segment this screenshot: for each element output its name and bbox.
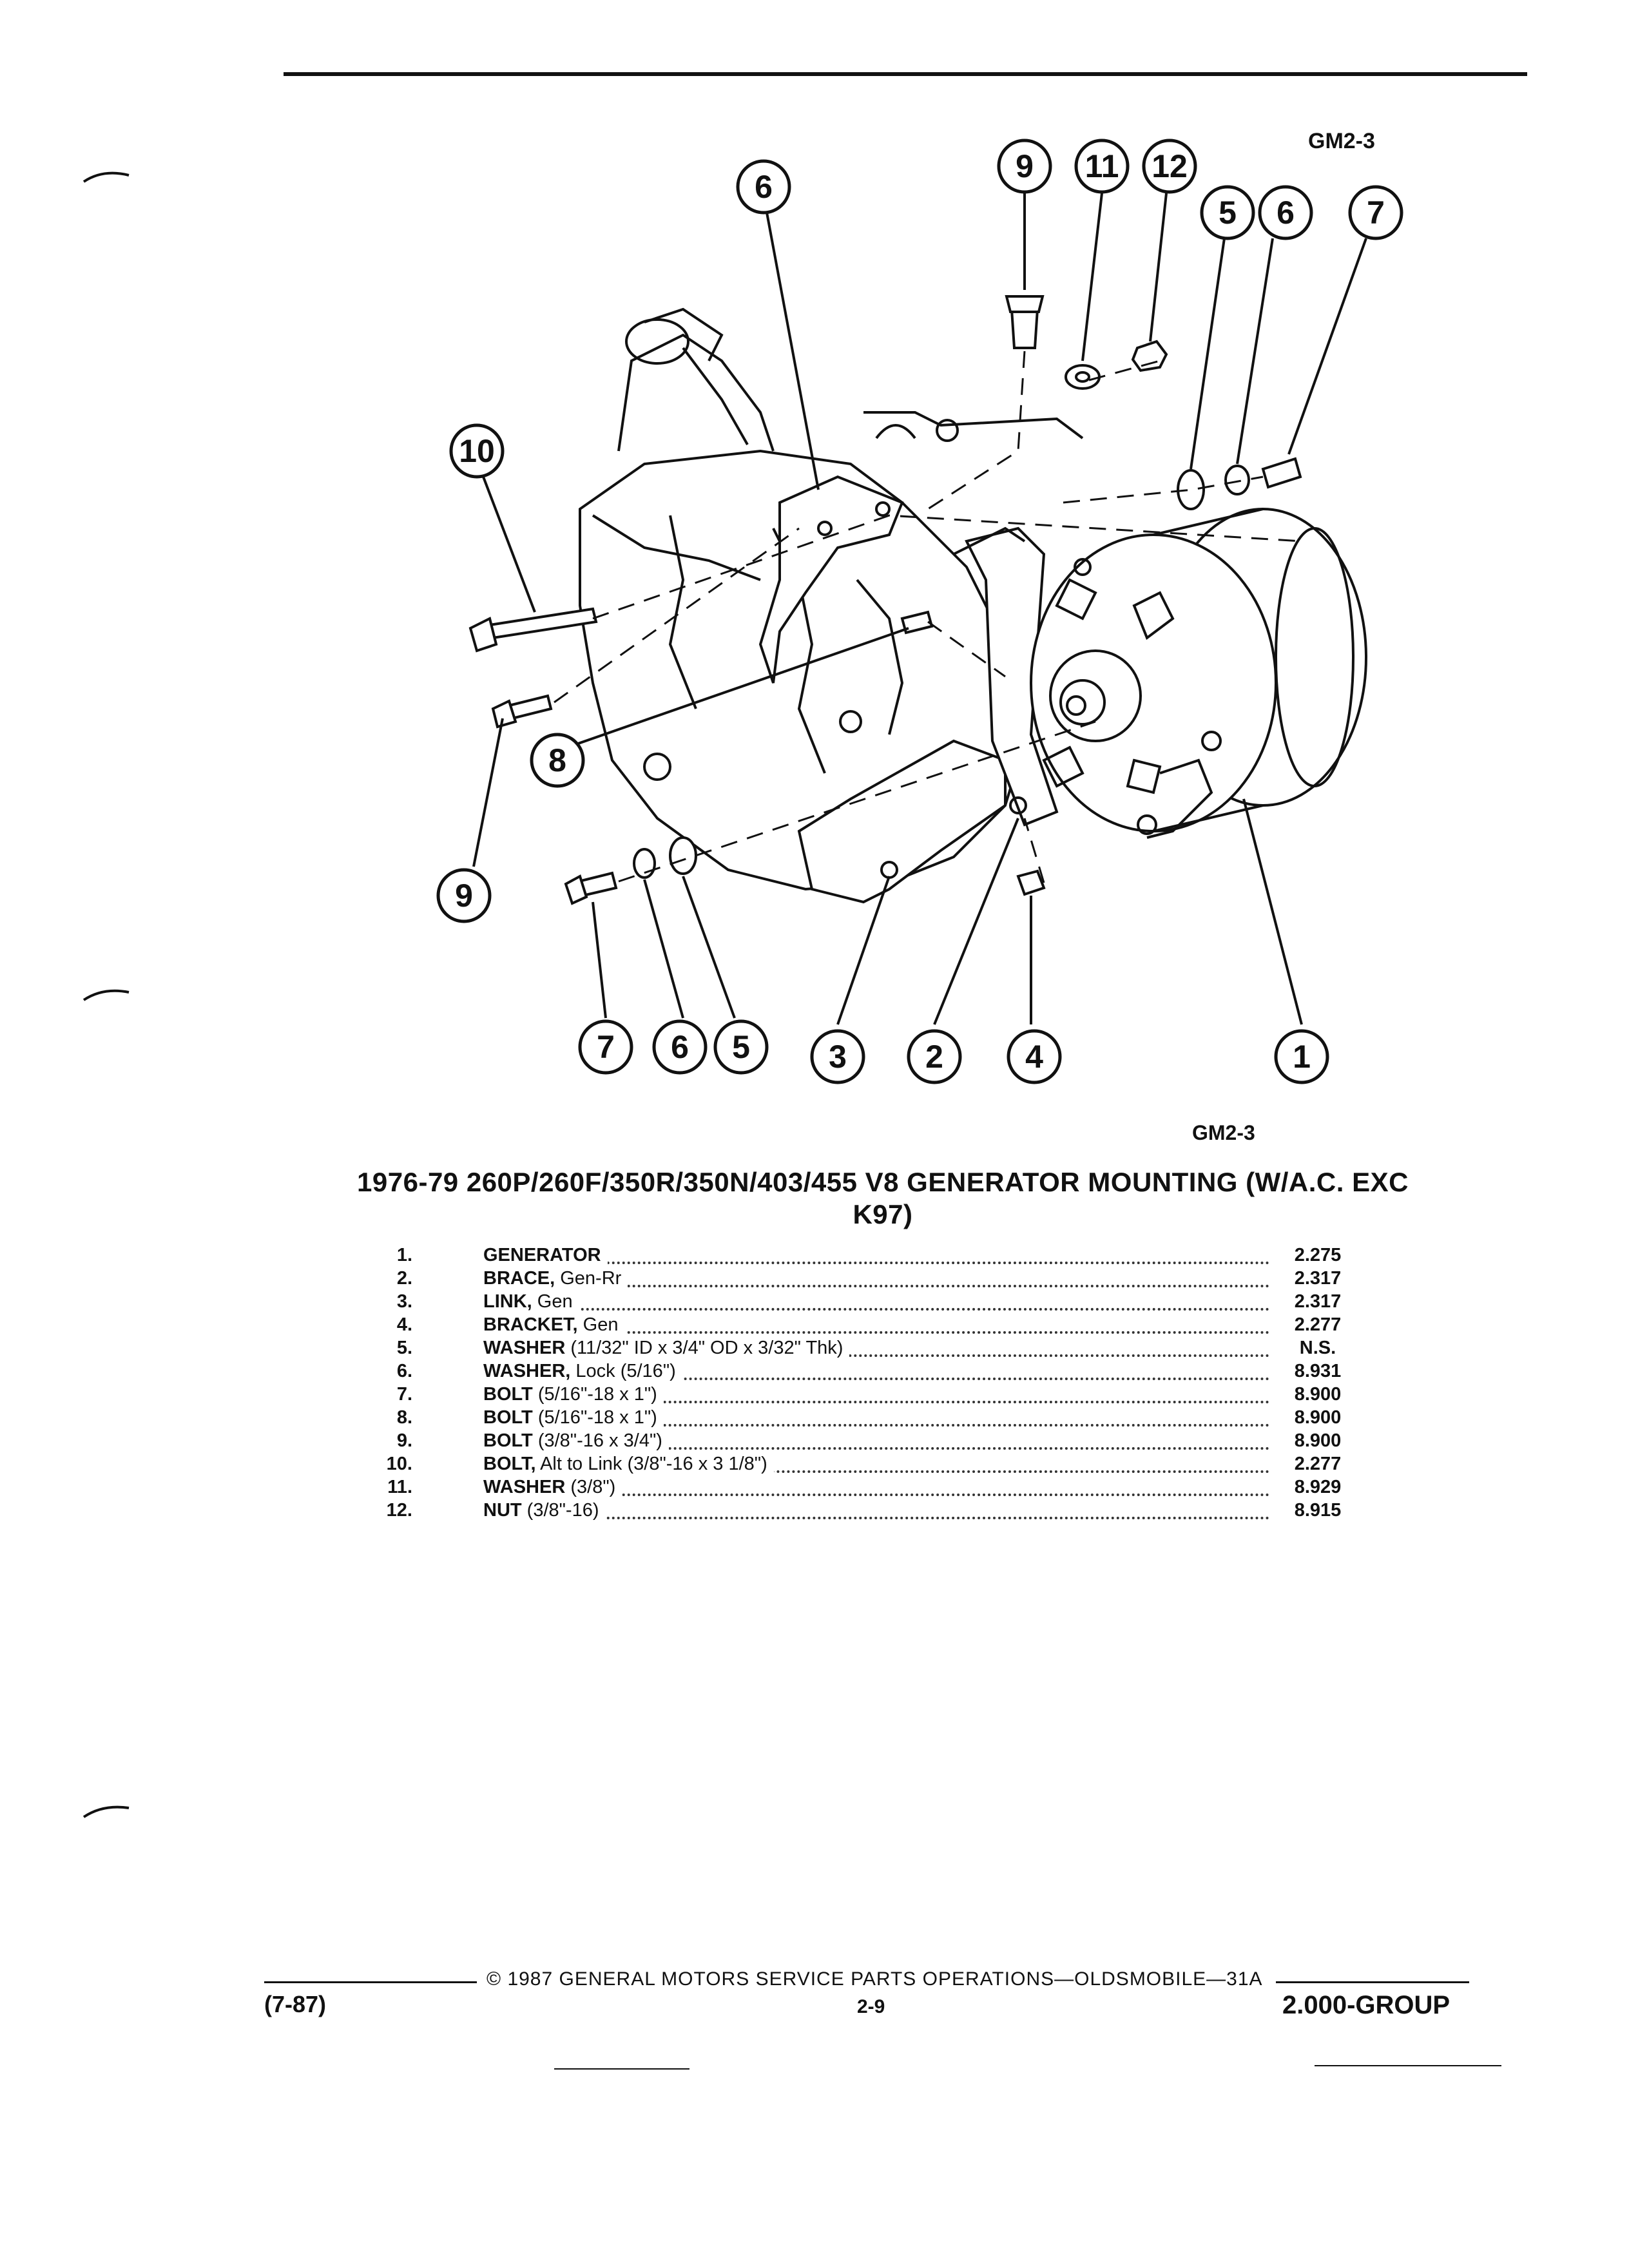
bolt-9-top bbox=[1010, 308, 1039, 349]
binder-hole-mark-middle bbox=[82, 989, 130, 1001]
svg-text:10: 10 bbox=[459, 433, 495, 469]
generator-link-drawing bbox=[797, 739, 1007, 904]
bolt-7-top bbox=[1261, 457, 1302, 489]
generator-mounting-diagram: 6 9 11 12 5 6 7 10 8 9 7 6 5 3 2 4 1 bbox=[436, 139, 1403, 1084]
parts-list: 1. GENERATOR 2.275 2. BRACE, Gen-Rr 2.31… bbox=[374, 1244, 1405, 1522]
callout-5-top: 5 bbox=[1200, 185, 1255, 240]
svg-text:8: 8 bbox=[548, 742, 566, 778]
svg-text:2: 2 bbox=[925, 1039, 943, 1075]
bolt-10 bbox=[488, 607, 598, 640]
parts-row-10: 10. BOLT, Alt to Link (3/8"-16 x 3 1/8")… bbox=[374, 1452, 1405, 1475]
bolt-9-left bbox=[507, 694, 553, 720]
parts-row-12: 12. NUT (3/8"-16) 8.915 bbox=[374, 1499, 1405, 1522]
bottom-rule-right bbox=[1315, 2065, 1501, 2066]
callout-9-top: 9 bbox=[997, 139, 1052, 194]
callout-12: 12 bbox=[1142, 139, 1197, 194]
binder-hole-marks bbox=[82, 171, 130, 1818]
svg-text:12: 12 bbox=[1152, 148, 1188, 184]
caption-line-1: 1976-79 260P/260F/350R/350N/403/455 V8 G… bbox=[357, 1167, 1409, 1197]
svg-text:6: 6 bbox=[755, 169, 773, 205]
svg-text:11: 11 bbox=[1085, 148, 1119, 184]
svg-text:6: 6 bbox=[1277, 195, 1295, 231]
callout-4-top: 6 bbox=[736, 159, 791, 215]
washer-11 bbox=[1065, 364, 1101, 390]
svg-text:5: 5 bbox=[732, 1029, 750, 1065]
svg-text:1: 1 bbox=[1293, 1039, 1311, 1075]
parts-row-8: 8. BOLT (5/16"-18 x 1") 8.900 bbox=[374, 1406, 1405, 1429]
callout-4-bottom: 4 bbox=[1007, 1029, 1062, 1084]
water-outlet-neck bbox=[625, 318, 689, 365]
footer-revision: (7-87) bbox=[264, 1991, 327, 2017]
parts-row-11: 11. WASHER (3/8") 8.929 bbox=[374, 1475, 1405, 1499]
intake-manifold-edge bbox=[863, 411, 1084, 439]
footer-page-number: 2-9 bbox=[857, 1996, 885, 2017]
generator-drawing bbox=[1030, 508, 1367, 839]
figure-code-bottom: GM2-3 bbox=[1192, 1121, 1255, 1144]
top-rule bbox=[284, 72, 1527, 76]
parts-row-2: 2. BRACE, Gen-Rr 2.317 bbox=[374, 1267, 1405, 1290]
svg-text:9: 9 bbox=[455, 878, 473, 914]
generator-brace-drawing bbox=[953, 526, 1059, 827]
svg-text:7: 7 bbox=[597, 1029, 615, 1065]
callout-6-bottom: 6 bbox=[652, 1019, 708, 1075]
callout-9-left: 9 bbox=[436, 868, 492, 923]
svg-text:4: 4 bbox=[1025, 1039, 1043, 1075]
bottom-rule-mid bbox=[554, 2068, 689, 2070]
svg-text:9: 9 bbox=[1016, 148, 1034, 184]
callout-11: 11 bbox=[1074, 139, 1130, 194]
parts-row-7: 7. BOLT (5/16"-18 x 1") 8.900 bbox=[374, 1383, 1405, 1406]
callout-10: 10 bbox=[449, 423, 505, 479]
callout-2: 2 bbox=[907, 1029, 962, 1084]
svg-text:3: 3 bbox=[829, 1039, 847, 1075]
assembly-centerlines bbox=[554, 351, 1302, 883]
callout-leaders bbox=[472, 193, 1367, 1025]
washer-5-bottom bbox=[669, 836, 697, 875]
washer-5-top bbox=[1177, 469, 1205, 510]
caption-line-2: K97) bbox=[853, 1199, 913, 1229]
parts-row-9: 9. BOLT (3/8"-16 x 3/4") 8.900 bbox=[374, 1429, 1405, 1452]
footer-rule-right bbox=[1276, 1981, 1469, 1983]
nut-12 bbox=[1131, 340, 1168, 372]
bracket-fastener bbox=[1016, 869, 1046, 896]
lock-washer-6-top bbox=[1224, 465, 1250, 495]
footer-copyright: © 1987 GENERAL MOTORS SERVICE PARTS OPER… bbox=[487, 1968, 1263, 1990]
parts-row-6: 6. WASHER, Lock (5/16") 8.931 bbox=[374, 1360, 1405, 1383]
figure-code-top: GM2-3 bbox=[1308, 129, 1375, 153]
callout-7-bottom: 7 bbox=[578, 1019, 633, 1075]
figure-caption: 1976-79 260P/260F/350R/350N/403/455 V8 G… bbox=[271, 1166, 1495, 1231]
callout-7-top: 7 bbox=[1348, 185, 1403, 240]
footer-rule-left bbox=[264, 1981, 477, 1983]
callout-1: 1 bbox=[1274, 1029, 1329, 1084]
bolt-8 bbox=[900, 610, 934, 635]
binder-hole-mark-bottom bbox=[82, 1805, 130, 1818]
svg-text:7: 7 bbox=[1367, 195, 1385, 231]
generator-bracket-drawing bbox=[758, 475, 904, 684]
parts-row-3: 3. LINK, Gen 2.317 bbox=[374, 1290, 1405, 1313]
parts-row-4: 4. BRACKET, Gen 2.277 bbox=[374, 1313, 1405, 1336]
binder-hole-mark-top bbox=[82, 171, 130, 183]
svg-text:6: 6 bbox=[671, 1029, 689, 1065]
footer-group: 2.000-GROUP bbox=[1282, 1991, 1451, 2019]
lock-washer-6-bottom bbox=[633, 848, 656, 879]
parts-row-1: 1. GENERATOR 2.275 bbox=[374, 1244, 1405, 1267]
parts-row-5: 5. WASHER (11/32" ID x 3/4" OD x 3/32" T… bbox=[374, 1336, 1405, 1360]
callout-5-bottom: 5 bbox=[713, 1019, 769, 1075]
callout-3: 3 bbox=[810, 1029, 865, 1084]
callout-8: 8 bbox=[530, 733, 585, 788]
svg-text:5: 5 bbox=[1219, 195, 1237, 231]
callout-6-top: 6 bbox=[1258, 185, 1313, 240]
generator-rear-fins bbox=[1275, 527, 1354, 787]
